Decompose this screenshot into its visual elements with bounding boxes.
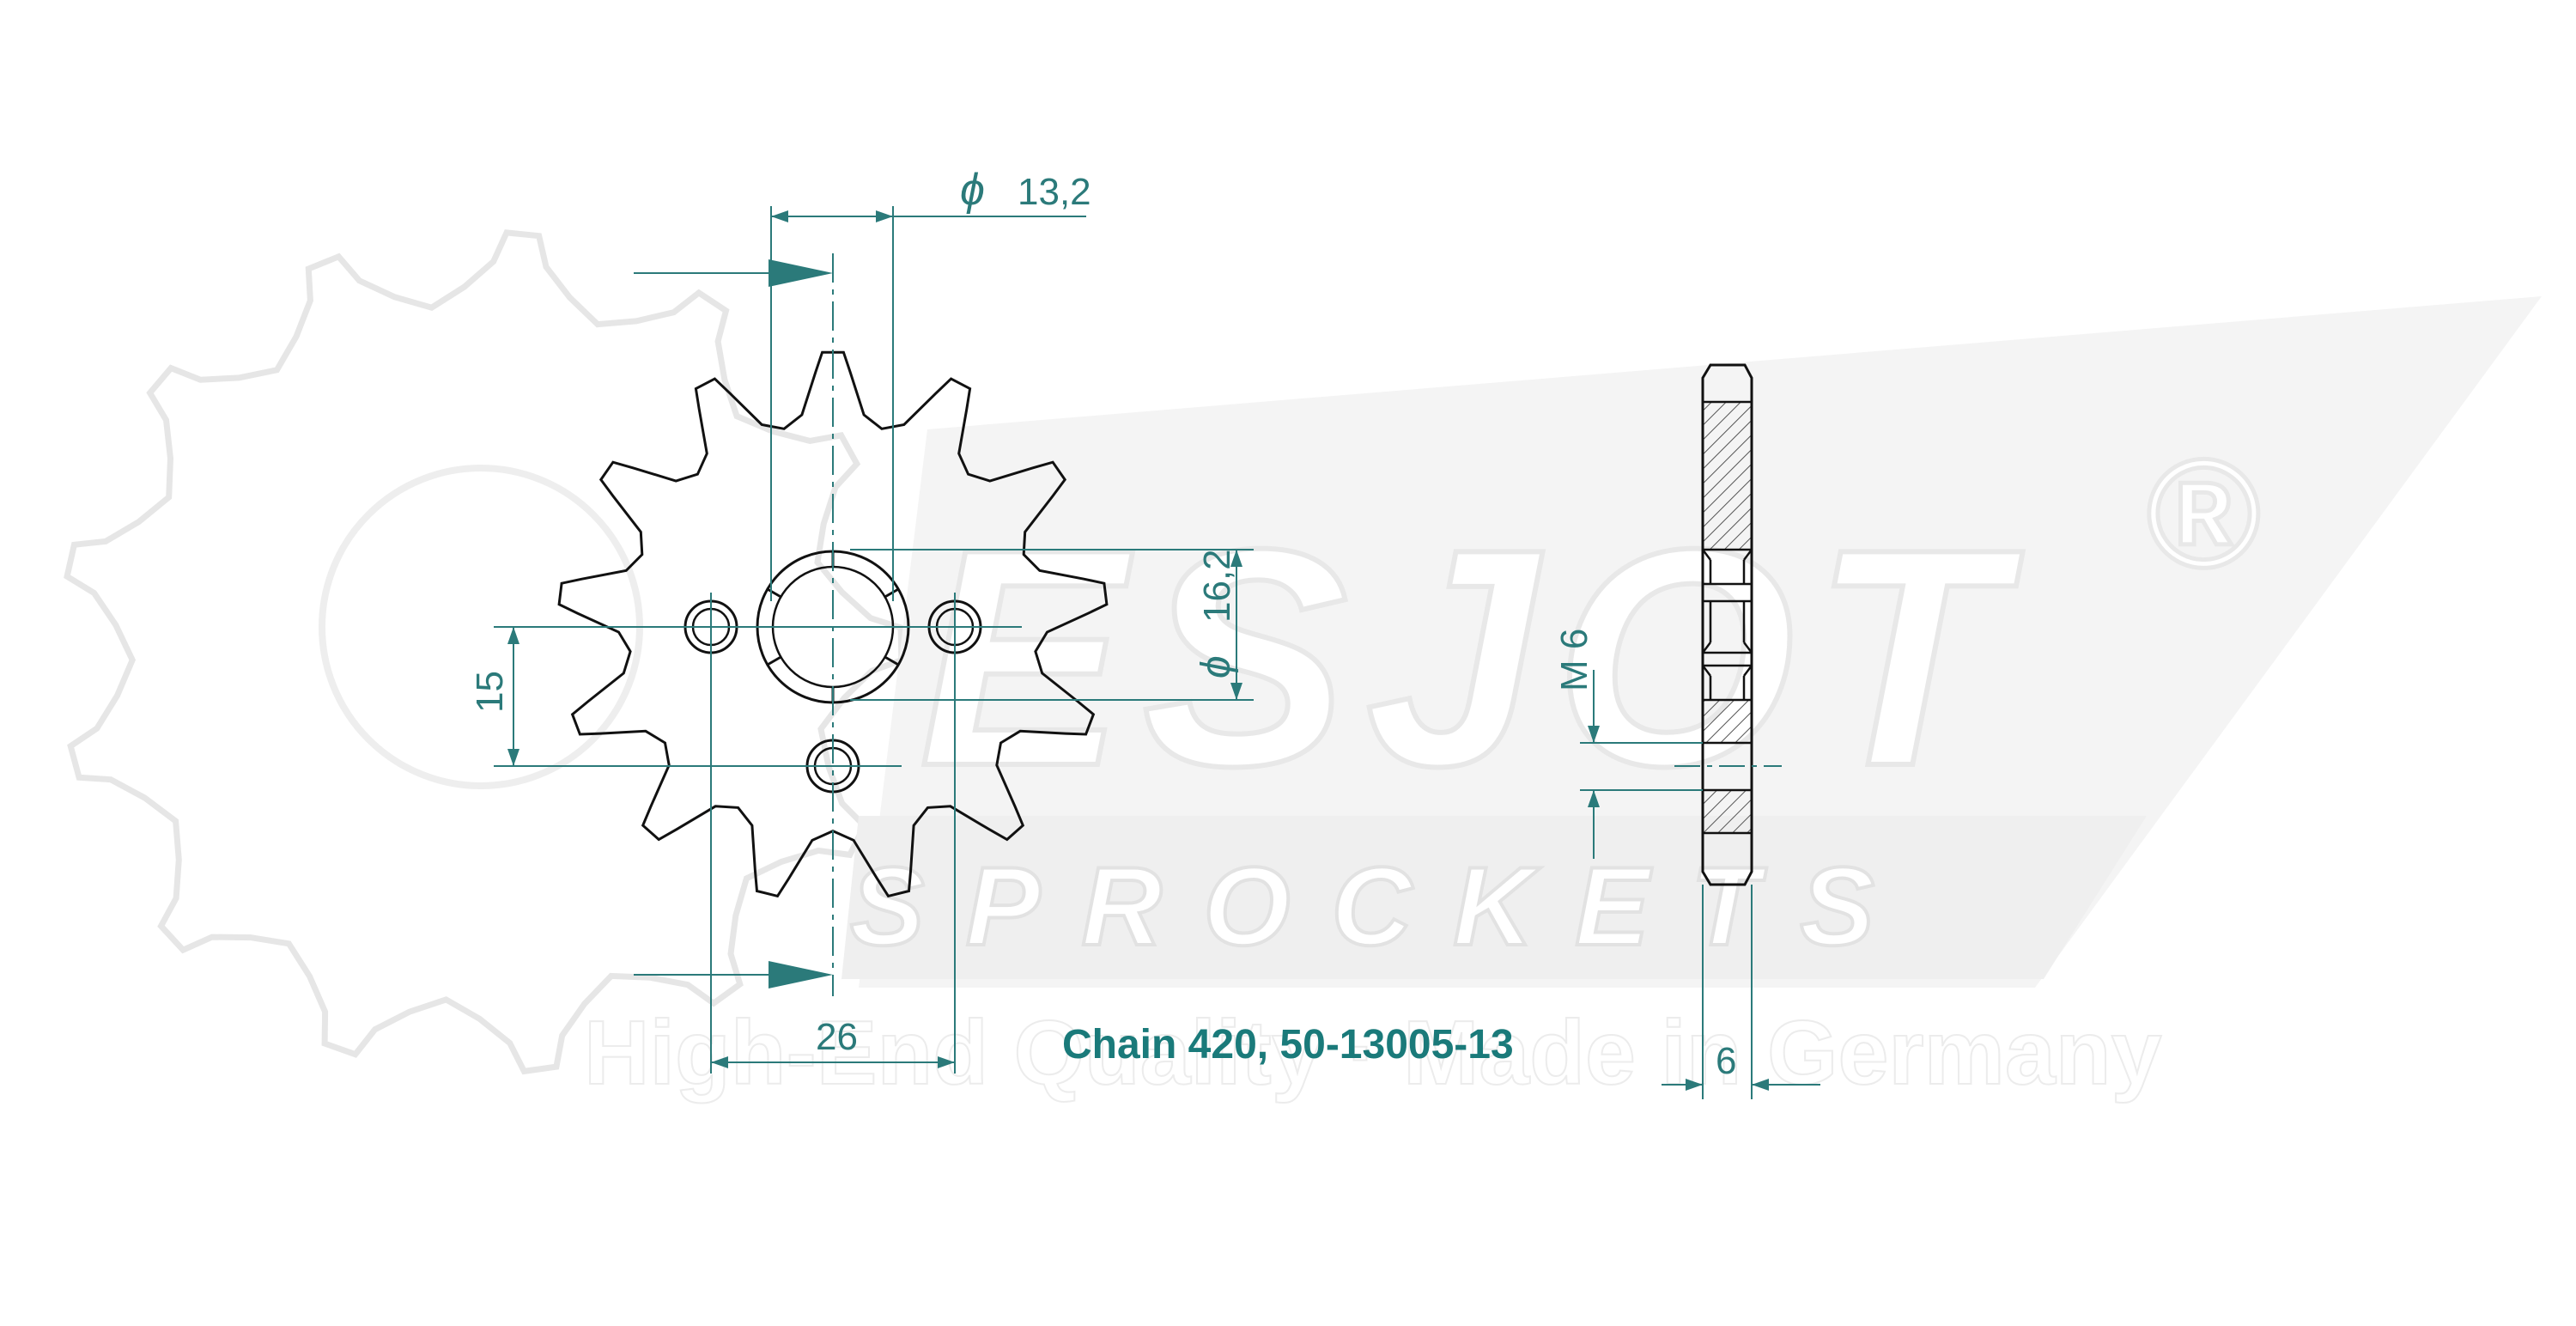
dim-bore-value: 13,2 [1018, 171, 1091, 213]
dim-spline-value: 16,2 [1196, 549, 1238, 623]
dim-spline-diameter [850, 549, 1254, 701]
watermark-tagline: High-End Quality · Made in Germany [584, 1002, 2162, 1104]
watermark-brand: ESJOT [919, 485, 2025, 830]
section-arrows [634, 259, 833, 988]
spline-notch [884, 655, 899, 666]
watermark-banner [859, 296, 2542, 988]
esjot-watermark: ESJOT ® SPROCKETS High-End Quality · Mad… [64, 229, 2542, 1104]
dim-bolt-horizontal [710, 653, 956, 1074]
sprocket-side-view [1674, 363, 1782, 886]
spline-notch [767, 655, 782, 666]
dim-thread-value: M 6 [1553, 629, 1595, 691]
watermark-sprockets: SPROCKETS [850, 843, 1916, 969]
watermark-gear-outline [64, 229, 905, 1075]
dim-thread [1580, 670, 1703, 859]
spline-notch [884, 587, 899, 599]
side-profile-outline [1701, 363, 1753, 886]
dim-bolt-vertical [494, 626, 902, 767]
spline-notch [767, 587, 782, 599]
dimensions [494, 206, 1254, 1074]
dim-thickness [1662, 885, 1820, 1099]
sprocket-gear-outline [557, 350, 1109, 898]
dimension-labels: ϕ 13,2 ϕ 16,2 15 26 [469, 165, 1239, 1058]
dim-bore-symbol: ϕ [960, 165, 985, 215]
dim-thickness-value: 6 [1716, 1040, 1736, 1082]
watermark-registered: ® [2147, 428, 2261, 600]
dim-bolt-horizontal-value: 26 [816, 1016, 858, 1058]
dim-bolt-vertical-value: 15 [469, 671, 511, 713]
dim-spline-symbol: ϕ [1194, 655, 1239, 678]
watermark-banner-lower [841, 816, 2147, 979]
drawing-caption: Chain 420, 50-13005-13 [1062, 1022, 1514, 1067]
side-dimensions [1580, 670, 1820, 1099]
